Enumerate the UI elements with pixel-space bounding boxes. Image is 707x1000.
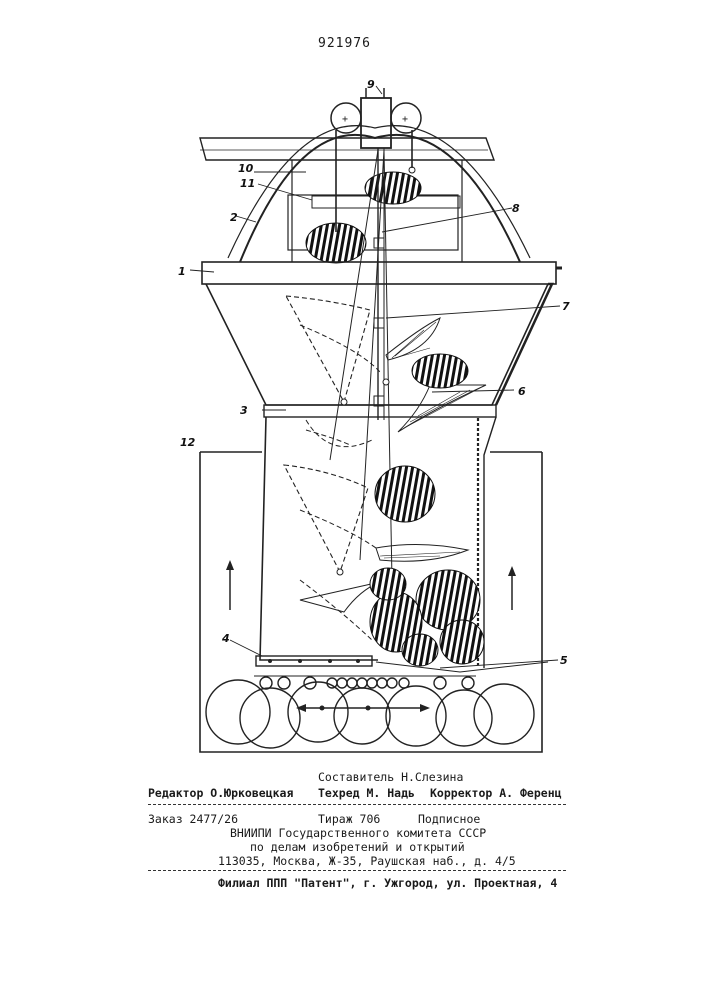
compiler-line: Составитель Н.Слезина xyxy=(318,770,463,784)
tank-outline xyxy=(200,452,542,752)
techred-line: Техред М. Надь xyxy=(318,786,415,800)
watermelon-icon xyxy=(440,620,484,664)
corrector-line: Корректор А. Ференц xyxy=(430,786,562,800)
circulation-line: Тираж 706 xyxy=(318,812,380,826)
blade-swing xyxy=(286,296,370,402)
org-line-2: по делам изобретений и открытий xyxy=(250,840,465,854)
roller-chain xyxy=(260,677,474,689)
label-5: 5 xyxy=(560,654,568,667)
watermelon-icon xyxy=(416,570,480,630)
label-3: 3 xyxy=(240,404,248,417)
label-2: 2 xyxy=(230,211,238,224)
svg-text:+: + xyxy=(402,114,408,125)
order-line: Заказ 2477/26 xyxy=(148,812,238,826)
label-10: 10 xyxy=(238,162,254,175)
hopper-body xyxy=(206,284,548,405)
label-12: 12 xyxy=(180,436,196,449)
ring-3 xyxy=(264,405,496,417)
divider xyxy=(148,870,566,871)
watermelon-icon xyxy=(375,466,435,522)
watermelon-icon xyxy=(370,568,406,600)
hopper-rim xyxy=(202,262,556,284)
floating-watermelons xyxy=(206,680,534,748)
technical-drawing: + + xyxy=(0,0,707,780)
editor-line: Редактор О.Юрковецкая xyxy=(148,786,293,800)
label-9: 9 xyxy=(367,78,375,91)
label-6: 6 xyxy=(518,385,526,398)
drive-block xyxy=(361,98,391,148)
label-1: 1 xyxy=(178,265,186,278)
divider xyxy=(148,804,566,805)
watermelon-icon xyxy=(412,354,468,388)
address-line: 113035, Москва, Ж-35, Раушская наб., д. … xyxy=(218,854,516,868)
label-4: 4 xyxy=(221,632,230,645)
base-rail xyxy=(256,656,372,666)
branch-line: Филиал ППП "Патент", г. Ужгород, ул. Про… xyxy=(218,876,557,890)
watermelon-icon xyxy=(402,634,438,666)
label-11: 11 xyxy=(240,177,255,190)
label-7: 7 xyxy=(562,300,570,313)
org-line-1: ВНИИПИ Государственного комитета СССР xyxy=(230,826,486,840)
svg-text:+: + xyxy=(342,114,348,125)
subscription-line: Подписное xyxy=(418,812,480,826)
label-8: 8 xyxy=(512,202,520,215)
